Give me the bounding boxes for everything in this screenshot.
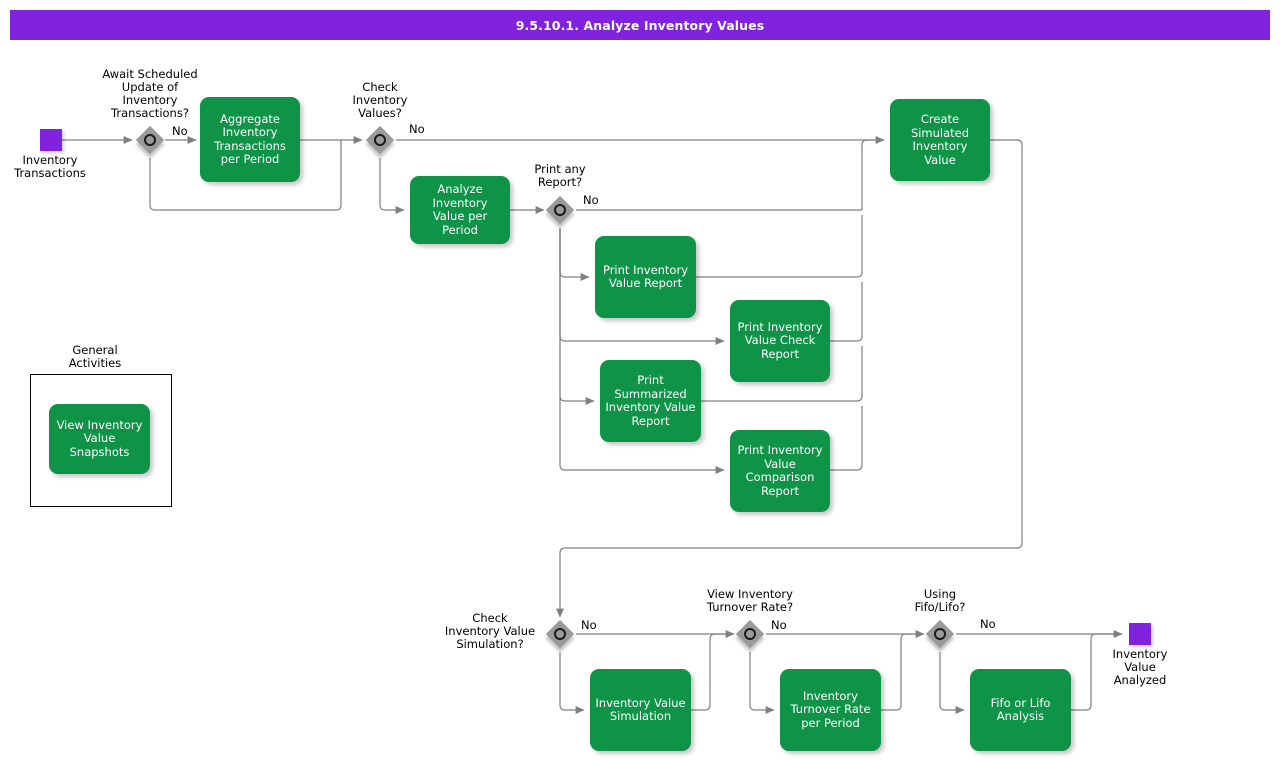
task-view-inventory-value-snapshots[interactable]: View Inventory Value Snapshots xyxy=(49,404,150,474)
gateway-check-inventory-value-simulation[interactable] xyxy=(545,619,575,649)
branch-label-no-1: No xyxy=(172,124,188,138)
group-general-activities-label: General Activities xyxy=(68,343,122,370)
gateway-ring-icon xyxy=(554,204,566,216)
gateway-check-inventory-value-simulation-label: Check Inventory Value Simulation? xyxy=(444,611,536,651)
page-title: 9.5.10.1. Analyze Inventory Values xyxy=(10,10,1270,40)
start-event-inventory-transactions[interactable] xyxy=(40,129,62,151)
task-inventory-value-simulation[interactable]: Inventory Value Simulation xyxy=(590,669,691,751)
group-general-activities-frame xyxy=(30,374,172,507)
branch-label-no-6: No xyxy=(980,617,996,631)
start-event-label: Inventory Transactions xyxy=(14,153,86,180)
gateway-print-any-report[interactable] xyxy=(545,195,575,225)
gateway-ring-icon xyxy=(144,134,156,146)
end-event-inventory-value-analyzed[interactable] xyxy=(1129,623,1151,645)
gateway-print-any-report-label: Print any Report? xyxy=(534,162,586,189)
gateway-ring-icon xyxy=(744,628,756,640)
gateway-ring-icon xyxy=(934,628,946,640)
branch-label-no-3: No xyxy=(583,193,599,207)
gateway-ring-icon xyxy=(374,134,386,146)
task-print-inventory-value-comparison-report[interactable]: Print Inventory Value Comparison Report xyxy=(730,430,830,512)
end-event-label: Inventory Value Analyzed xyxy=(1112,647,1168,687)
gateway-await-scheduled-update-label: Await Scheduled Update of Inventory Tran… xyxy=(102,67,198,120)
task-fifo-or-lifo-analysis[interactable]: Fifo or Lifo Analysis xyxy=(970,669,1071,751)
gateway-check-inventory-values[interactable] xyxy=(365,125,395,155)
task-print-inventory-value-check-report[interactable]: Print Inventory Value Check Report xyxy=(730,300,830,382)
branch-label-no-4: No xyxy=(581,618,597,632)
gateway-view-inventory-turnover-rate[interactable] xyxy=(735,619,765,649)
task-analyze-inventory-value-per-period[interactable]: Analyze Inventory Value per Period xyxy=(410,176,510,244)
gateway-ring-icon xyxy=(554,628,566,640)
task-print-summarized-inventory-value-report[interactable]: Print Summarized Inventory Value Report xyxy=(600,360,701,442)
gateway-using-fifo-lifo-label: Using Fifo/Lifo? xyxy=(914,587,966,614)
branch-label-no-2: No xyxy=(409,122,425,136)
task-aggregate-inventory-transactions-per-period[interactable]: Aggregate Inventory Transactions per Per… xyxy=(200,97,300,182)
gateway-using-fifo-lifo[interactable] xyxy=(925,619,955,649)
branch-label-no-5: No xyxy=(771,618,787,632)
task-print-inventory-value-report[interactable]: Print Inventory Value Report xyxy=(595,236,696,318)
task-create-simulated-inventory-value[interactable]: Create Simulated Inventory Value xyxy=(890,99,990,181)
gateway-check-inventory-values-label: Check Inventory Values? xyxy=(352,80,408,120)
gateway-view-inventory-turnover-rate-label: View Inventory Turnover Rate? xyxy=(706,587,794,614)
gateway-await-scheduled-update[interactable] xyxy=(135,125,165,155)
task-inventory-turnover-rate-per-period[interactable]: Inventory Turnover Rate per Period xyxy=(780,669,881,751)
